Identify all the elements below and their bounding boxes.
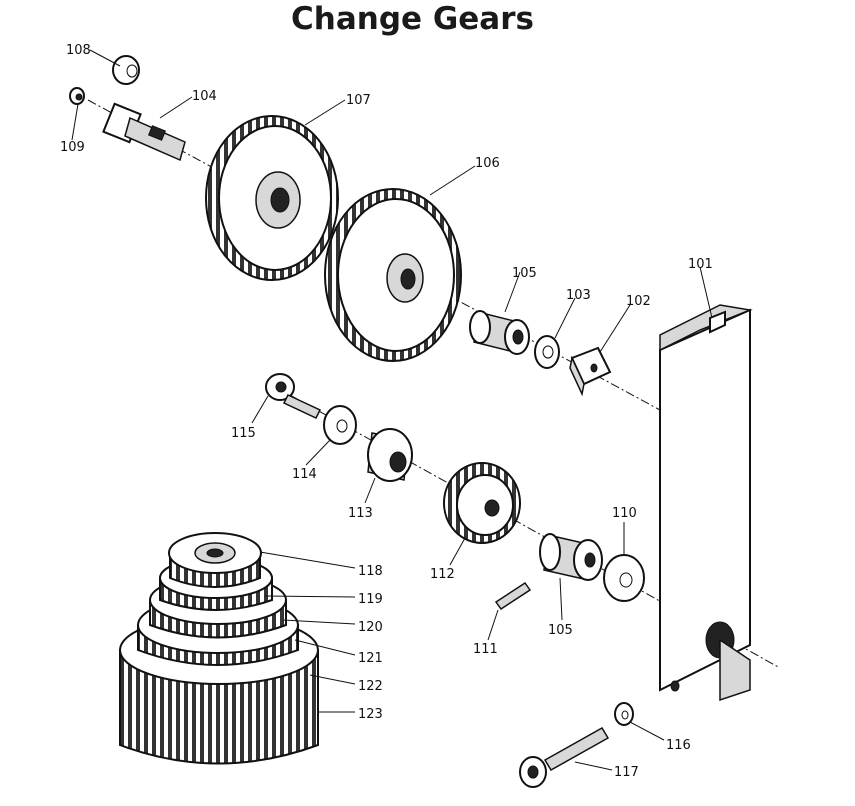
- label-113: 113: [348, 506, 373, 521]
- label-107: 107: [346, 93, 371, 108]
- part-113-spacer: [367, 428, 413, 482]
- label-112: 112: [430, 567, 455, 582]
- part-labels: 108 109 104 107 106 105 103 102 101 115 …: [60, 43, 713, 780]
- label-117: 117: [614, 765, 639, 780]
- part-104-stud: [102, 102, 186, 162]
- label-104: 104: [192, 89, 217, 104]
- label-109: 109: [60, 140, 85, 155]
- label-105-top: 105: [512, 266, 537, 281]
- label-101: 101: [688, 257, 713, 272]
- label-123: 123: [358, 707, 383, 722]
- part-103-washer: [534, 335, 560, 369]
- label-119: 119: [358, 592, 383, 607]
- label-110: 110: [612, 506, 637, 521]
- part-117-screw: [519, 726, 610, 788]
- part-108-clip: [112, 55, 140, 85]
- label-111: 111: [473, 642, 498, 657]
- label-102: 102: [626, 294, 651, 309]
- leader-lines: [71, 49, 713, 771]
- parts-118-123-gear-stack: [119, 532, 319, 765]
- label-106: 106: [475, 156, 500, 171]
- label-118: 118: [358, 564, 383, 579]
- label-114: 114: [292, 467, 317, 482]
- part-107-gear: [205, 115, 339, 281]
- label-121: 121: [358, 651, 383, 666]
- part-109-nut: [69, 87, 85, 105]
- label-103: 103: [566, 288, 591, 303]
- part-105-bushing-bottom: [539, 533, 603, 581]
- part-101-bracket: [659, 304, 753, 702]
- part-116-washer: [614, 702, 634, 726]
- label-105-bottom: 105: [548, 623, 573, 638]
- label-108: 108: [66, 43, 91, 58]
- part-110-washer: [603, 554, 645, 602]
- part-106-gear: [324, 188, 462, 362]
- diagram-title: Change Gears: [291, 1, 534, 37]
- part-105-bushing-top: [469, 310, 530, 355]
- label-122: 122: [358, 679, 383, 694]
- label-116: 116: [666, 738, 691, 753]
- part-102-nut-block: [569, 346, 612, 397]
- label-115: 115: [231, 426, 256, 441]
- part-112-gear: [443, 462, 521, 544]
- label-120: 120: [358, 620, 383, 635]
- part-115-bolt: [265, 373, 322, 419]
- part-114-washer: [323, 405, 357, 445]
- part-111-key: [494, 581, 532, 611]
